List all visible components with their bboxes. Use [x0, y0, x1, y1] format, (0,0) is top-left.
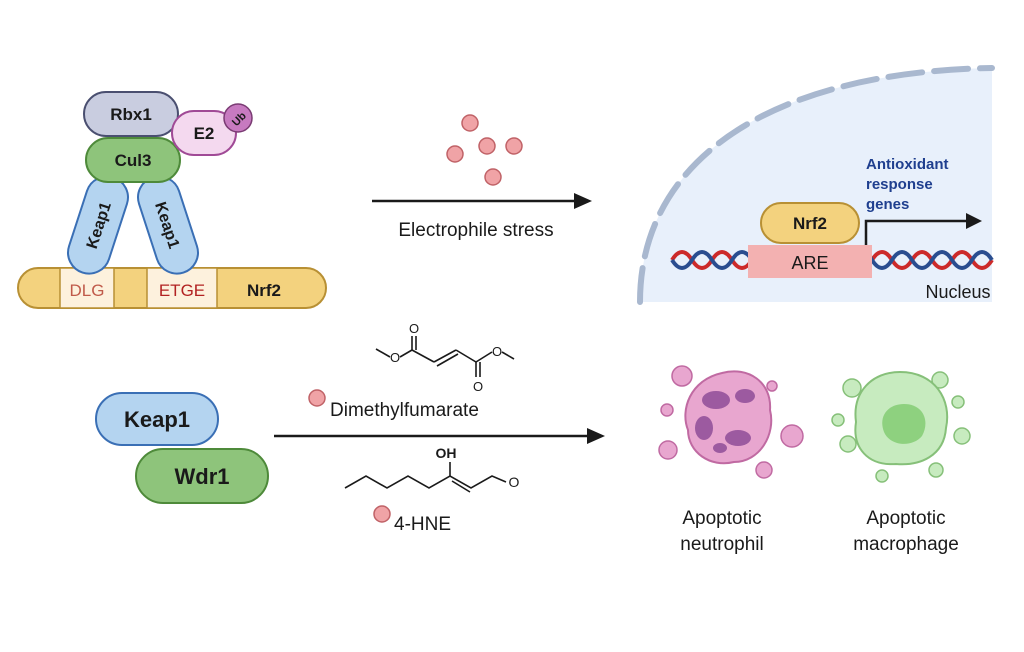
nuclear-envelope — [637, 65, 995, 305]
cul3-keap1-complex: DLG ETGE Nrf2 Keap1 Keap1 Cul3 Rbx1 E2 U… — [17, 91, 327, 309]
electrophile-stress-label: Electrophile stress — [398, 220, 553, 241]
keap1-right: Keap1 — [137, 175, 199, 275]
top-arrow — [372, 193, 592, 209]
keap1-left: Keap1 — [67, 175, 129, 275]
hne-label: 4-HNE — [394, 514, 451, 535]
neutrophil-label-line2: neutrophil — [680, 534, 763, 555]
dmf-o-bottom: O — [473, 379, 483, 394]
neutrophil-label-line1: Apoptotic — [682, 508, 761, 529]
dmf-dot — [308, 389, 326, 407]
e2 — [171, 110, 237, 156]
electrophile-dot — [478, 137, 496, 155]
macrophage-label-line1: Apoptotic — [866, 508, 945, 529]
nucleus-nrf2 — [760, 202, 860, 244]
dmf-o-top: O — [409, 321, 419, 336]
transcription-arrowhead — [966, 213, 982, 229]
bottom-arrow — [274, 428, 605, 444]
rbx1 — [83, 91, 179, 137]
dimethylfumarate-label: Dimethylfumarate — [330, 400, 479, 421]
hne-structure — [344, 462, 507, 493]
electrophile-dot — [505, 137, 523, 155]
keap1-pill-label: Keap1 — [124, 407, 190, 432]
hne-dot — [373, 505, 391, 523]
electrophile-dot — [484, 168, 502, 186]
nrf2-label: Nrf2 — [247, 281, 281, 300]
keap1-wdr1-pair: Keap1 Wdr1 — [95, 392, 269, 504]
e2-label: E2 — [194, 124, 215, 143]
apoptotic-neutrophil — [658, 365, 804, 479]
etge-label: ETGE — [159, 281, 205, 300]
nucleus-body — [640, 68, 992, 302]
dlg-domain — [59, 267, 115, 309]
electrophiles — [446, 114, 523, 186]
genes-label-line3: genes — [866, 196, 909, 213]
macrophage-label-line2: macrophage — [853, 534, 959, 555]
dmf-o-left: O — [390, 350, 400, 365]
ubiquitin — [223, 103, 253, 133]
wdr1-pill — [135, 448, 269, 504]
wdr1-pill-label: Wdr1 — [175, 464, 230, 489]
dimethylfumarate-structure — [375, 336, 515, 377]
cul3-label: Cul3 — [115, 151, 152, 170]
dlg-label: DLG — [70, 281, 105, 300]
nucleus: ARE Nrf2 Antioxidant response genes Nucl… — [637, 65, 995, 305]
electrophile-dot — [446, 145, 464, 163]
dmf-o-right: O — [492, 344, 502, 359]
genes-label-line1: Antioxidant — [866, 156, 949, 173]
nucleus-label: Nucleus — [925, 282, 990, 302]
transcription-arrow — [864, 219, 968, 245]
keap1-pill — [95, 392, 219, 446]
genes-label-line2: response — [866, 176, 933, 193]
are-box — [748, 245, 872, 278]
are-label: ARE — [791, 253, 828, 273]
rbx1-label: Rbx1 — [110, 105, 152, 124]
hne-o: O — [509, 474, 520, 490]
electrophile-dot — [461, 114, 479, 132]
apoptotic-macrophage — [831, 370, 971, 483]
cul3 — [85, 137, 181, 183]
hne-oh: OH — [436, 445, 457, 461]
nucleus-nrf2-label: Nrf2 — [793, 214, 827, 233]
